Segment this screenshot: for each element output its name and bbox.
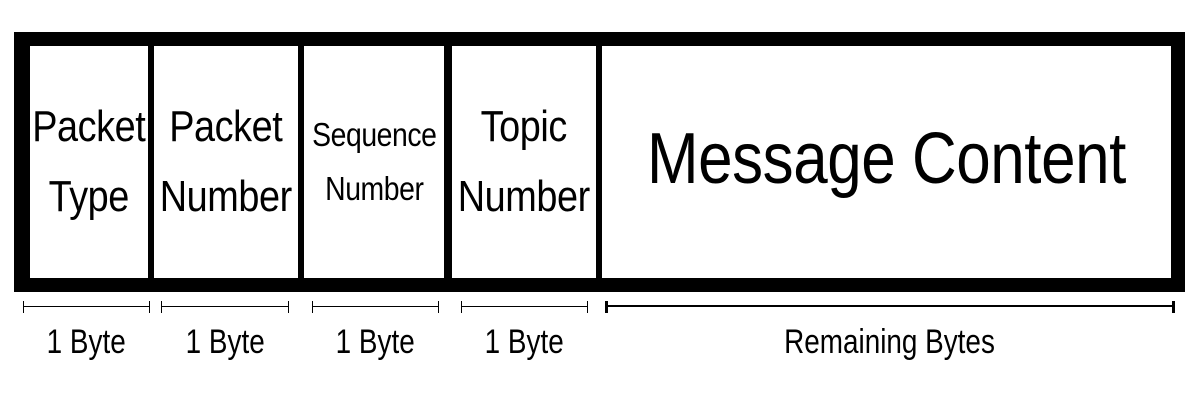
packet-structure: Packet Type Packet Number Sequence Numbe… bbox=[14, 32, 1185, 292]
field-packet-type: Packet Type bbox=[30, 46, 148, 278]
field-label-message-content: Message Content bbox=[647, 119, 1126, 199]
size-label-packet-type: 1 Byte bbox=[46, 323, 127, 361]
field-label-packet-number: Packet Number bbox=[159, 102, 293, 221]
size-label-packet-number: 1 Byte bbox=[185, 323, 265, 361]
field-label-packet-type: Packet Type bbox=[32, 102, 146, 221]
size-bracket-message-content bbox=[605, 299, 1175, 315]
size-bracket-packet-type bbox=[23, 299, 150, 315]
field-topic-number: Topic Number bbox=[452, 46, 596, 278]
size-bracket-sequence-number bbox=[312, 299, 439, 315]
size-bracket-packet-number bbox=[161, 299, 289, 315]
size-label-sequence-number: 1 Byte bbox=[335, 323, 416, 361]
size-label-topic-number: 1 Byte bbox=[484, 323, 565, 361]
field-label-topic-number: Topic Number bbox=[457, 102, 591, 221]
size-bracket-topic-number bbox=[461, 299, 588, 315]
field-label-sequence-number: Sequence Number bbox=[311, 116, 437, 207]
field-packet-number: Packet Number bbox=[154, 46, 298, 278]
size-label-message-content: Remaining Bytes bbox=[784, 323, 996, 361]
field-message-content: Message Content bbox=[602, 46, 1171, 278]
field-sequence-number: Sequence Number bbox=[304, 46, 444, 278]
